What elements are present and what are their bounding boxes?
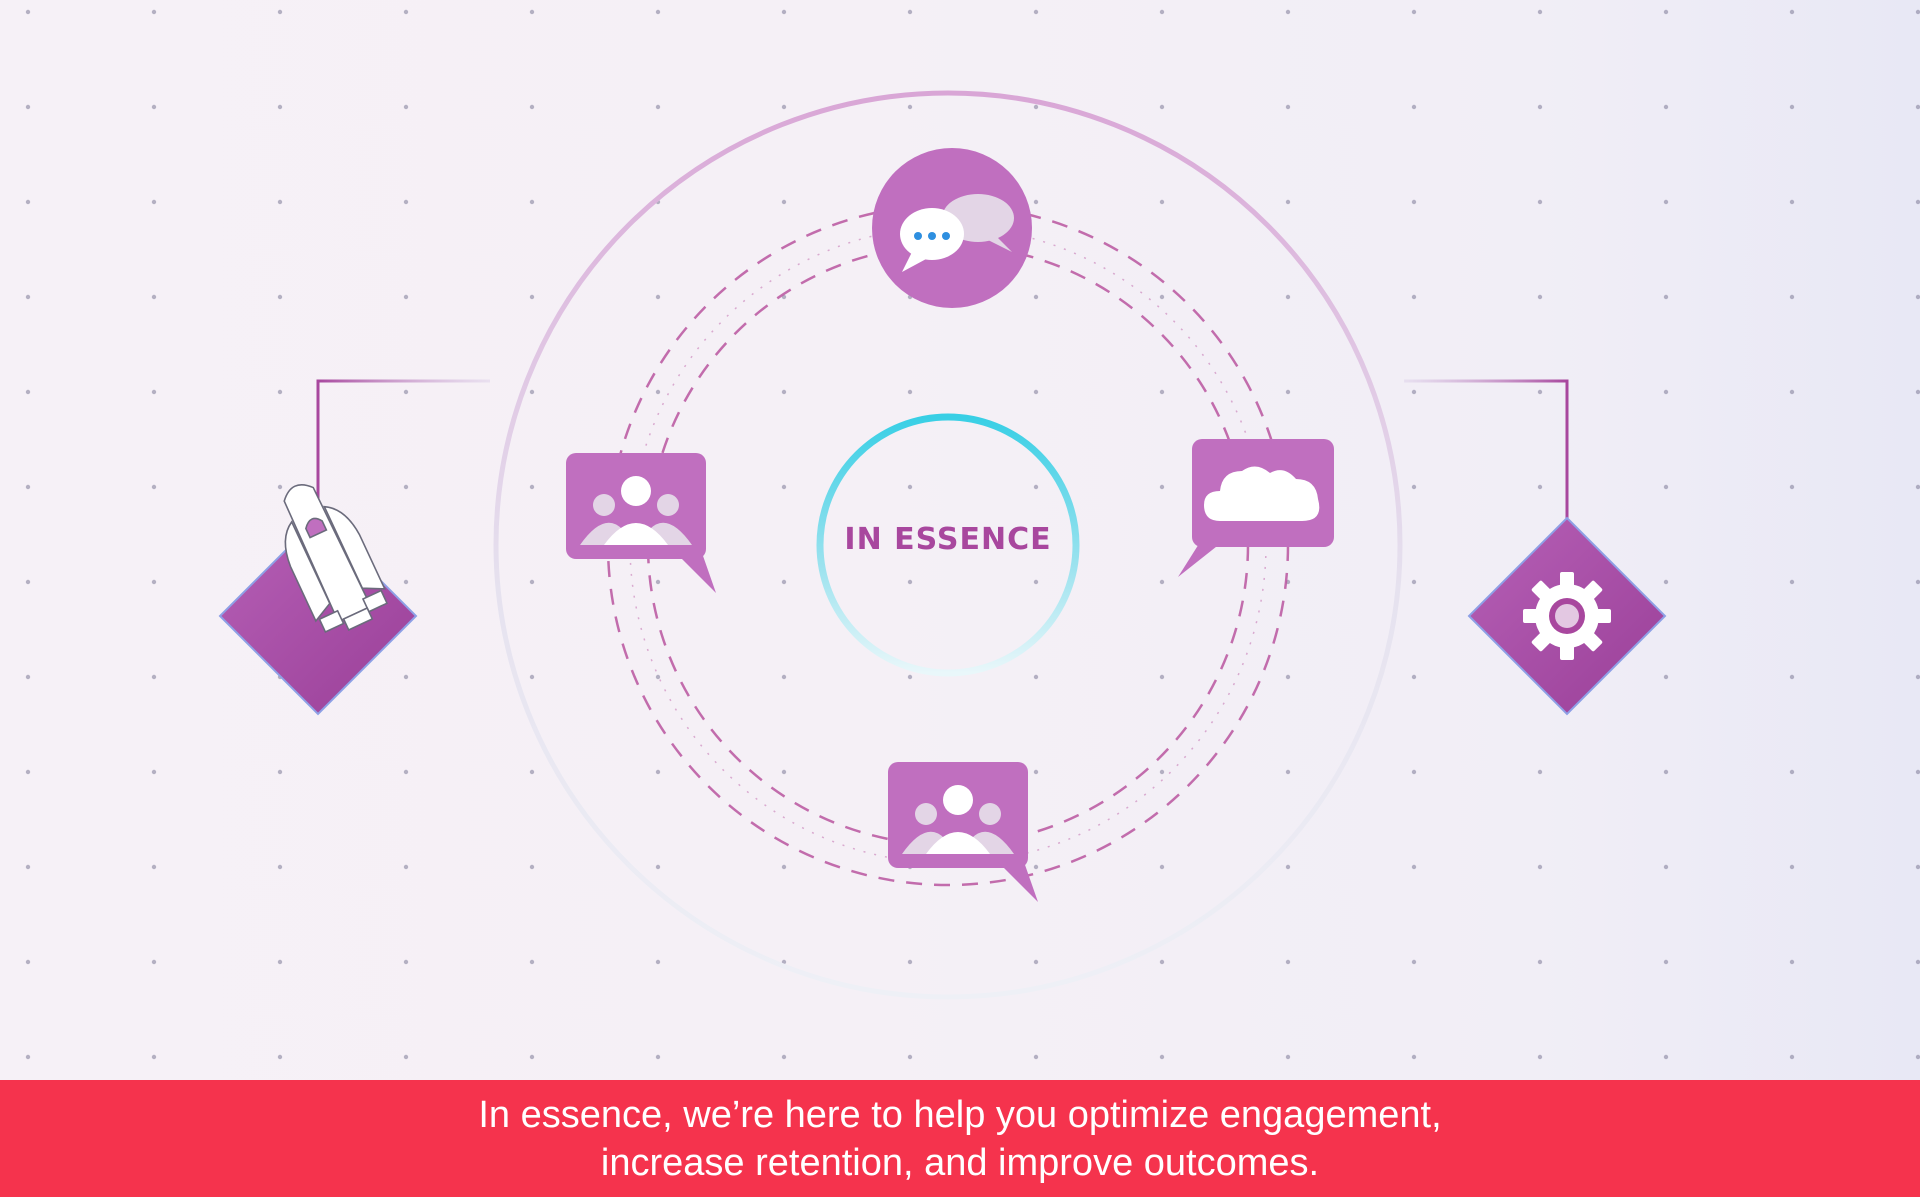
connector-right xyxy=(1404,379,1569,525)
caption-line-2: increase retention, and improve outcomes… xyxy=(600,1141,1320,1184)
diagram-stage: IN ESSENCE xyxy=(0,0,1920,1080)
caption-text: In essence, we’re here to help you optim… xyxy=(310,1091,1610,1187)
outer-ring xyxy=(493,90,1403,1000)
chat-bubbles-icon xyxy=(872,148,1032,308)
gear-icon xyxy=(1467,516,1667,716)
group-bubble-icon-left xyxy=(566,453,716,593)
diagram-graphic xyxy=(0,0,1920,1080)
center-label: IN ESSENCE xyxy=(844,522,1052,557)
connector-left xyxy=(316,379,490,525)
caption-bar: In essence, we’re here to help you optim… xyxy=(0,1080,1920,1197)
rocket-icon xyxy=(218,484,418,716)
center-ring xyxy=(816,413,1080,677)
cloud-bubble-icon xyxy=(1178,439,1334,577)
caption-line-1: In essence, we’re here to help you optim… xyxy=(478,1093,1442,1136)
group-bubble-icon-bottom xyxy=(888,762,1038,902)
